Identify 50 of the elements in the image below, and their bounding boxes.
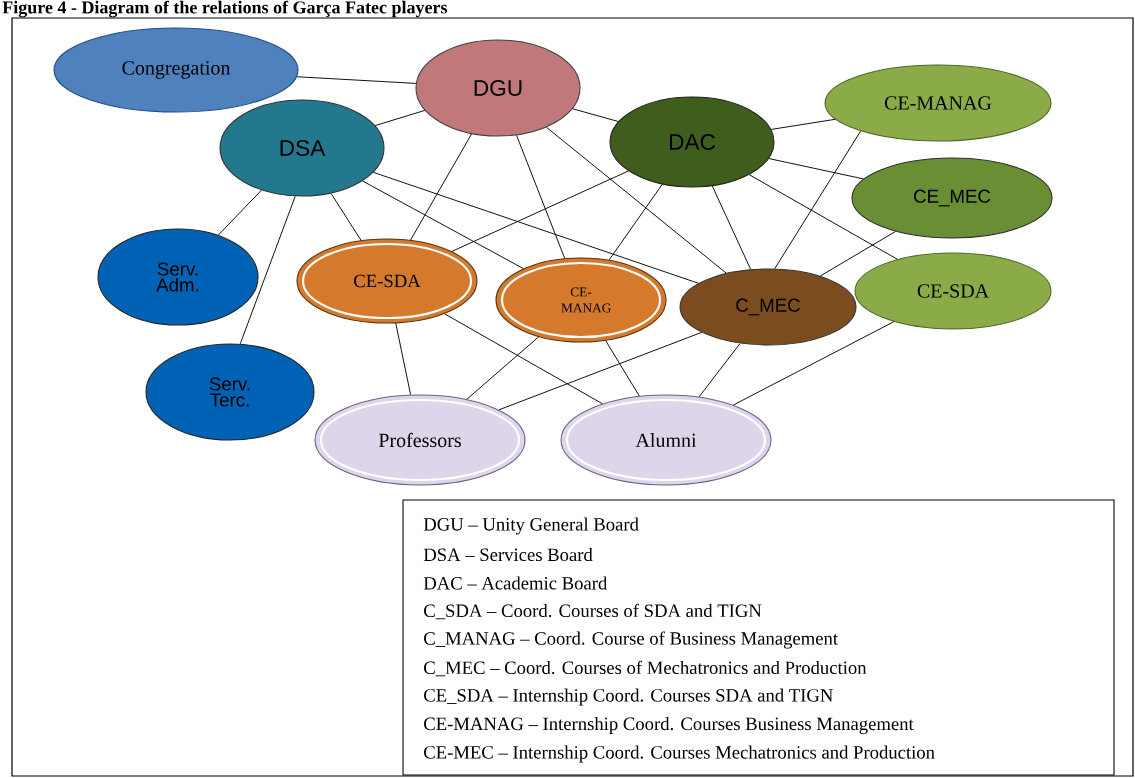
connector-line [546, 126, 727, 274]
ellipse-node: CE-MANAG [824, 64, 1052, 142]
connector-line [516, 134, 566, 259]
legend-entry: C_MEC – Coord. Courses of Mechatronics and Production [424, 660, 867, 677]
connector-line [605, 340, 640, 397]
connector-line [395, 322, 412, 396]
connector-line [748, 174, 898, 260]
connector-line [410, 133, 473, 241]
ellipse-node: Professors [314, 394, 526, 486]
figure-title: Figure 4 - Diagram of the relations of Garça Fatec players [2, 0, 448, 18]
connector-line [711, 185, 752, 270]
ellipse-node: Congregation [53, 27, 299, 113]
legend-entry: C_MANAG – Coord. Course of Business Management [424, 631, 838, 649]
legend-entry: CE-MEC – Internship Coord. Courses Mechatronics and Production [424, 745, 935, 763]
connector-line [374, 109, 426, 127]
ellipse-node: CE_MEC [851, 157, 1053, 239]
legend-entry: CE-MANAG – Internship Coord. Courses Business Management [424, 717, 914, 734]
connector-line [362, 180, 524, 270]
ellipse-node: CE-SDA [296, 238, 478, 324]
connector-line [296, 76, 417, 84]
ellipse-node: Alumni [560, 394, 772, 486]
connector-line [466, 336, 539, 400]
legend-entry: DSA – Services Board [423, 547, 593, 562]
connector-line [498, 331, 702, 411]
connector-line [819, 231, 896, 277]
ellipse-node: Serv. Terc. [145, 343, 315, 441]
legend-entry: DGU – Unity General Board [423, 517, 639, 535]
legend-entry: CE_SDA – Internship Coord. Courses SDA and TIGN [424, 688, 833, 706]
connector-line [572, 108, 619, 122]
connector-line [217, 189, 262, 236]
ellipse-node: C_MEC [679, 268, 857, 346]
connector-line [770, 118, 836, 130]
connector-line [774, 130, 862, 270]
connector-line [608, 184, 663, 261]
ellipse-node: DSA [219, 99, 385, 197]
connector-line [239, 195, 296, 345]
legend-entry: C_SDA – Coord. Courses of SDA and TIGN [424, 603, 762, 620]
ellipse-node: DAC [609, 96, 775, 188]
connector-line [372, 171, 699, 284]
connector-line [444, 313, 603, 405]
connector-line [451, 170, 629, 252]
legend-entry: DAC – Academic Board [423, 576, 608, 590]
connector-line [330, 192, 362, 241]
ellipse-node: CE-SDA [854, 252, 1052, 330]
connector-line [768, 158, 864, 180]
ellipse-node: Serv. Adm. [97, 228, 259, 326]
ellipse-node: DGU [415, 39, 581, 137]
connector-line [733, 321, 895, 406]
ellipse-node: CE-MANAG [495, 257, 667, 343]
connector-line [698, 343, 741, 398]
